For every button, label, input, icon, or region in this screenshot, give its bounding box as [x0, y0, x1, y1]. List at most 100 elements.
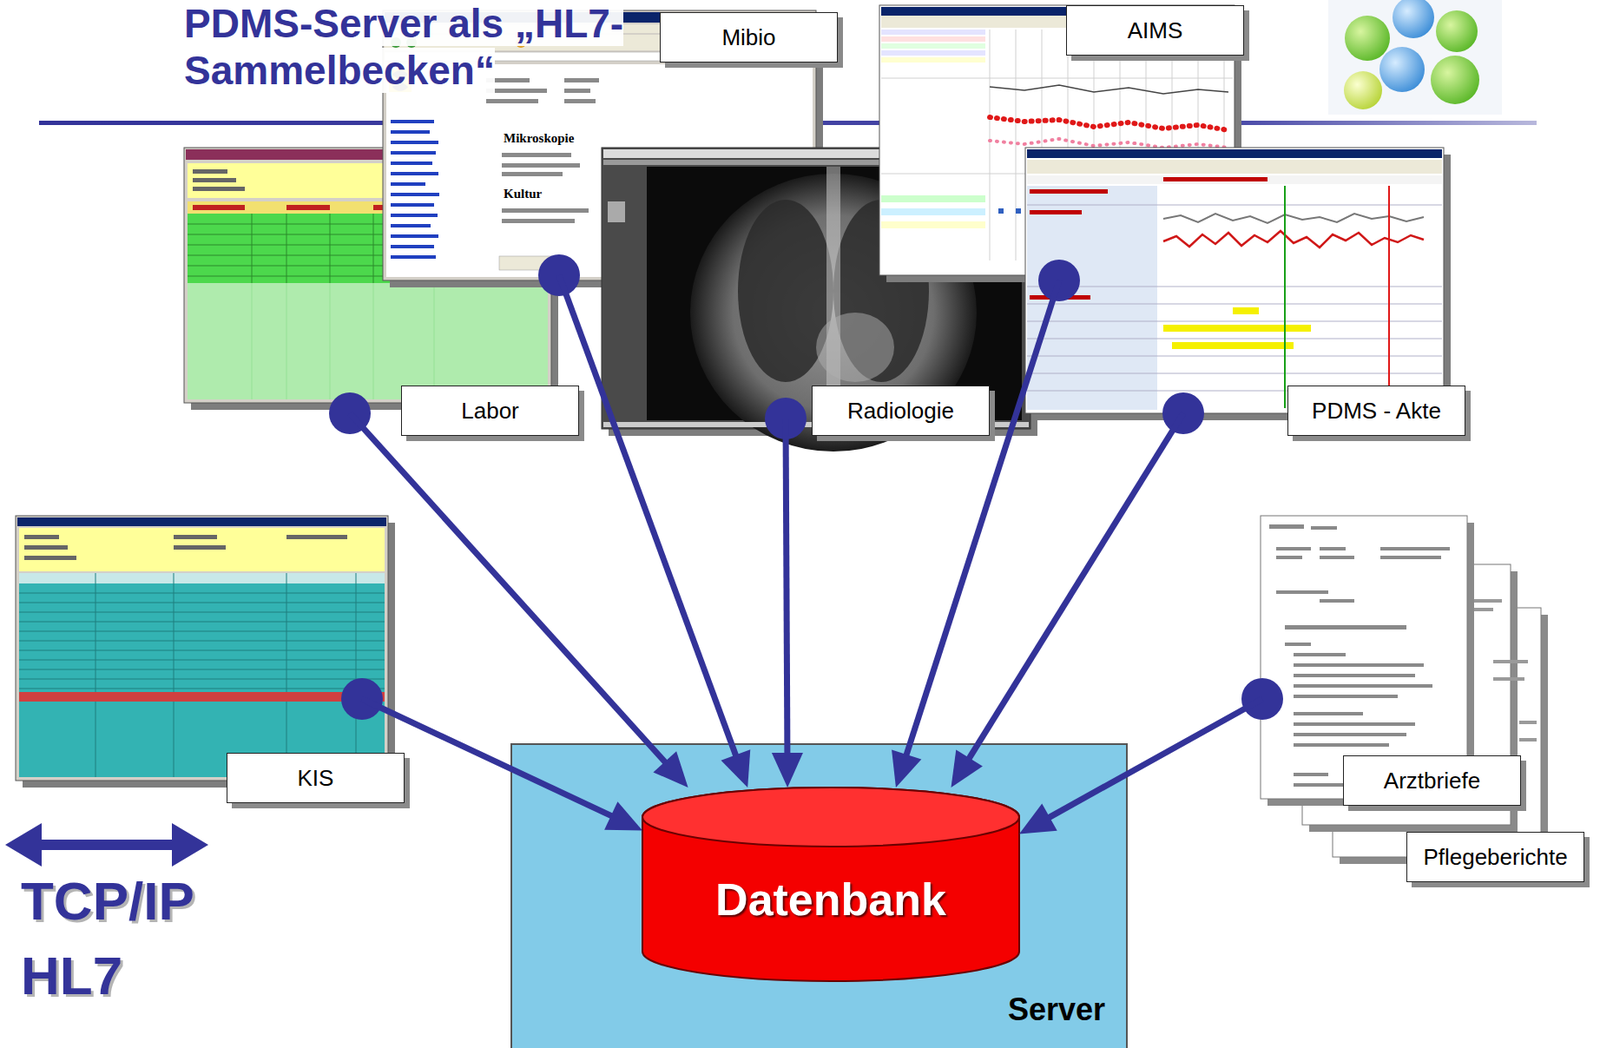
document-label: Arztbriefe — [1343, 755, 1521, 806]
anesthesia-chart-screenshot-part-part — [989, 29, 991, 261]
anesthesia-chart-screenshot-part-part — [998, 208, 1004, 214]
pdms-record-screenshot-part-part — [1027, 355, 1442, 357]
his-screenshot-part — [19, 572, 385, 777]
anesthesia-chart-screenshot-part — [881, 36, 986, 42]
document-stack-part-part — [1293, 652, 1346, 657]
document-stack-part-part — [1293, 772, 1329, 777]
anesthesia-chart-screenshot-part-part — [1015, 29, 1017, 261]
arrow-connector — [771, 418, 804, 788]
document-stack-part-part — [1293, 684, 1433, 688]
lab-screenshot-part — [192, 169, 228, 174]
anesthesia-chart-screenshot-part — [881, 50, 986, 56]
slide-title: PDMS-Server als „HL7-Sammelbecken“ — [184, 0, 624, 93]
connector-line — [785, 418, 788, 757]
his-screenshot-part-part — [19, 669, 385, 671]
connector-dots-part — [1162, 392, 1205, 435]
microbiology-screenshot-part — [390, 119, 440, 259]
microbiology-screenshot-part-part — [390, 119, 435, 124]
arrowhead — [604, 801, 643, 830]
his-screenshot-part — [19, 527, 385, 572]
his-screenshot — [15, 515, 396, 788]
connector-line — [362, 698, 614, 817]
connector-line — [559, 275, 738, 758]
document-stack-part-part — [1493, 677, 1525, 681]
his-screenshot-part-part — [19, 659, 385, 661]
pdms-record-screenshot-part-part — [1027, 321, 1442, 323]
pdms-record-screenshot-part — [1163, 213, 1424, 224]
document-stack-part-part — [1276, 546, 1311, 551]
microbiology-screenshot-part-part — [390, 203, 435, 207]
pdms-record-screenshot-part-part — [1029, 189, 1108, 194]
xray-screenshot-part — [826, 166, 841, 421]
arrowhead — [950, 750, 982, 788]
window-label: KIS — [226, 752, 405, 804]
pdms-record-screenshot-part — [1232, 307, 1259, 315]
his-screenshot-part-part — [19, 678, 385, 680]
xray-screenshot-part — [816, 312, 895, 382]
logo-balls — [1328, 0, 1502, 115]
arrow-connector — [349, 413, 689, 788]
screenshot-panel: AIMS — [879, 5, 1235, 276]
his-screenshot-part-part — [95, 572, 97, 777]
window-label: PDMS - Akte — [1287, 385, 1466, 436]
document-stack-part-part — [1293, 722, 1416, 726]
lab-screenshot-part — [192, 177, 237, 183]
document-stack-part-part — [1284, 642, 1311, 646]
screen-text: Mikroskopie — [501, 130, 576, 146]
pdms-record-screenshot-part-part — [1027, 373, 1442, 375]
pdms-record-screenshot-part-part — [1027, 303, 1442, 305]
connector-dots — [329, 254, 1284, 720]
his-screenshot-part-part — [19, 650, 385, 652]
cylinder-body — [642, 787, 1020, 982]
logo-balls-part — [1344, 15, 1390, 61]
his-screenshot-part — [19, 572, 385, 777]
microbiology-screenshot-part-part — [564, 78, 600, 83]
arrow-connector — [362, 698, 643, 830]
anesthesia-chart-screenshot-part — [881, 221, 986, 229]
pdms-record-screenshot-part — [1163, 230, 1424, 248]
his-screenshot-part — [15, 515, 389, 781]
pdms-record-screenshot-part — [1027, 175, 1442, 185]
document-stack-part — [1269, 524, 1450, 787]
connector-dots-part — [341, 678, 383, 720]
document-stack-part-part — [1319, 599, 1355, 603]
document-label: Pflegeberichte — [1406, 831, 1585, 883]
microbiology-screenshot-part-part — [390, 213, 438, 218]
microbiology-screenshot-part-part — [390, 171, 439, 176]
document-stack-part-part — [1293, 663, 1424, 667]
logo-balls-part — [1379, 46, 1425, 93]
microbiology-screenshot-part-part — [390, 151, 436, 155]
his-screenshot-part-part — [24, 545, 68, 550]
his-screenshot-part — [24, 534, 348, 560]
document-stack-part-part — [1293, 783, 1346, 787]
pdms-record-screenshot-part — [1027, 159, 1442, 174]
microbiology-screenshot-part-part — [501, 171, 563, 177]
window-label: Radiologie — [811, 385, 990, 436]
his-screenshot-part — [19, 691, 385, 702]
microbiology-screenshot-part-part — [390, 223, 431, 228]
screenshot-panel: Arztbriefe — [1260, 515, 1468, 799]
connector-line — [905, 280, 1060, 758]
cylinder-top — [642, 787, 1020, 847]
anesthesia-chart-screenshot-part — [989, 138, 1229, 148]
his-screenshot-part-part — [19, 592, 385, 594]
microbiology-screenshot-part-part — [486, 98, 539, 104]
pdms-record-screenshot-part — [1172, 342, 1294, 349]
logo-balls-part — [1392, 0, 1435, 39]
anesthesia-chart-screenshot-part — [989, 117, 1229, 131]
document-stack-part-part — [1380, 555, 1442, 560]
double-arrow-symbol-part — [5, 823, 42, 867]
arrowhead — [891, 749, 922, 788]
document-stack-part-part — [1293, 732, 1407, 737]
document-stack-part-part — [1269, 524, 1304, 529]
connector-dots-part — [1038, 259, 1080, 302]
his-screenshot-part-part — [286, 534, 348, 540]
microbiology-screenshot-part-part — [501, 208, 589, 213]
microbiology-screenshot-part-part — [501, 218, 575, 224]
his-screenshot-part-part — [19, 640, 385, 642]
database-cylinder: Datenbank — [642, 787, 1020, 982]
double-arrow-symbol-part — [34, 839, 178, 850]
his-screenshot-part — [17, 517, 387, 527]
arrowhead — [720, 749, 751, 788]
pdms-record-screenshot-part — [1163, 177, 1268, 182]
